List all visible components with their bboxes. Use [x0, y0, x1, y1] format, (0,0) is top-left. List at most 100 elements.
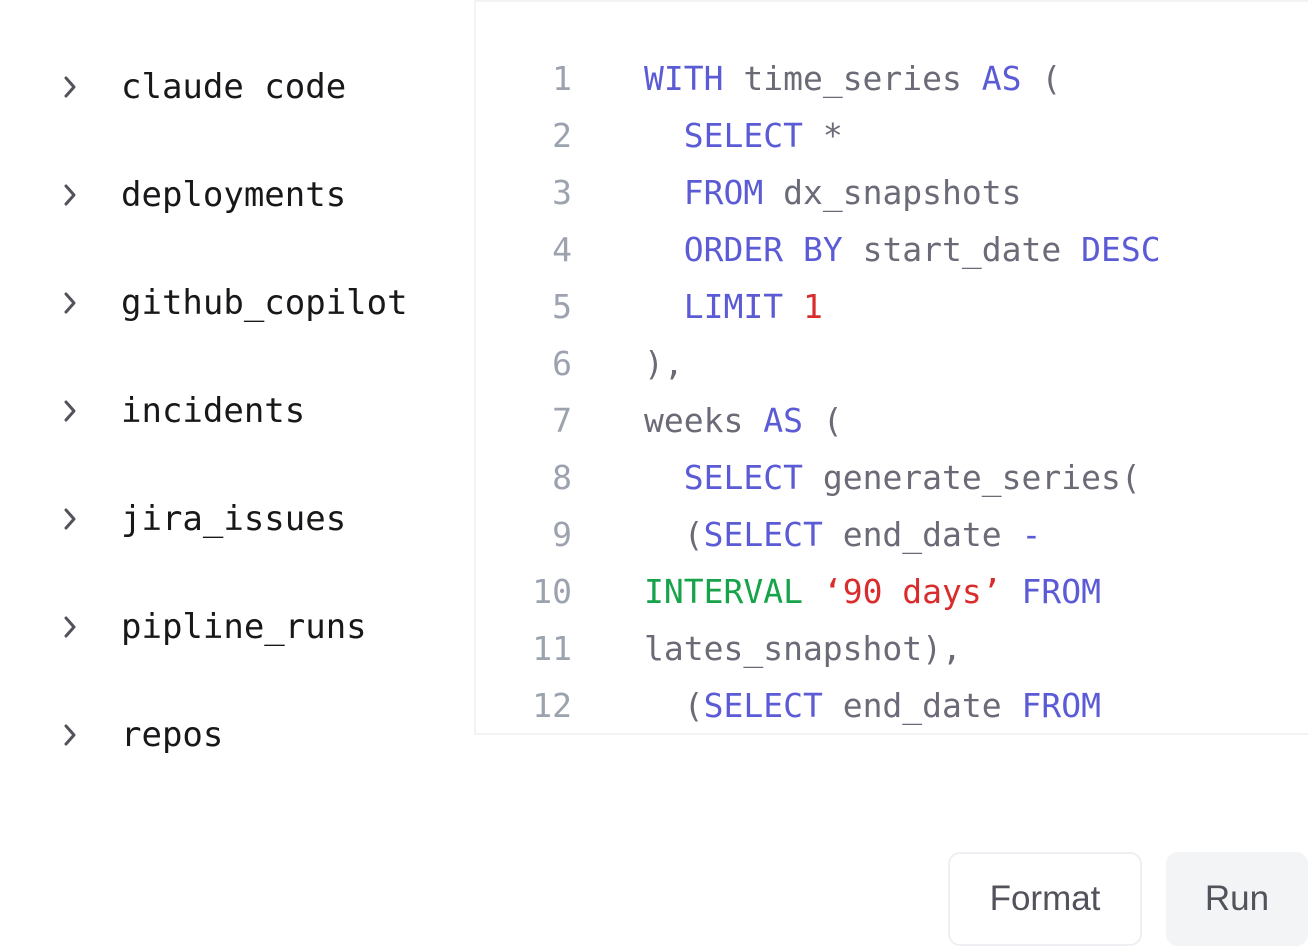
- line-number: 12: [532, 686, 572, 725]
- tree-item-label: jira_issues: [121, 499, 347, 539]
- code-token: weeks: [644, 401, 764, 440]
- tree-item-label: github_copilot: [121, 283, 408, 323]
- tree-item-repos[interactable]: repos: [62, 705, 223, 765]
- line-number: 4: [552, 230, 572, 269]
- code-token: [783, 287, 803, 326]
- tree-item-label: pipline_runs: [121, 607, 367, 647]
- code-token: [644, 230, 684, 269]
- code-token: [803, 572, 823, 611]
- code-line[interactable]: 1 WITH time_series AS (: [476, 50, 1308, 107]
- code-token: (: [802, 401, 843, 440]
- code-token: (: [1021, 59, 1062, 98]
- code-line[interactable]: 5 LIMIT 1: [476, 278, 1308, 335]
- tree-item-incidents[interactable]: incidents: [62, 381, 305, 441]
- code-token: end_date: [822, 515, 1022, 554]
- code-token: FROM: [1021, 686, 1101, 725]
- run-button[interactable]: Run: [1166, 852, 1308, 946]
- chevron-right-icon: [62, 720, 84, 750]
- chevron-right-icon: [62, 180, 84, 210]
- code-text: FROM dx_snapshots: [644, 173, 1022, 212]
- code-token: 1: [802, 287, 823, 326]
- tree-item-github-copilot[interactable]: github_copilot: [62, 273, 408, 333]
- line-number: 9: [552, 515, 572, 554]
- line-number: 5: [552, 287, 572, 326]
- code-text: (SELECT end_date -: [644, 515, 1042, 554]
- code-token: [644, 116, 684, 155]
- code-token: (: [644, 515, 704, 554]
- code-token: [644, 173, 684, 212]
- code-text: SELECT *: [644, 116, 843, 155]
- code-token: lates_snapshot),: [644, 629, 962, 668]
- code-text: LIMIT 1: [644, 287, 823, 326]
- code-token: WITH: [644, 59, 724, 98]
- code-text: ),: [644, 344, 684, 383]
- chevron-right-icon: [62, 288, 84, 318]
- code-line[interactable]: 2 SELECT *: [476, 107, 1308, 164]
- code-text: INTERVAL ‘90 days’ FROM: [644, 572, 1101, 611]
- line-number: 6: [552, 344, 572, 383]
- code-token: FROM: [1021, 572, 1101, 611]
- code-text: WITH time_series AS (: [644, 59, 1061, 98]
- code-token: AS: [981, 59, 1022, 98]
- line-number: 10: [532, 572, 572, 611]
- code-text: ORDER BY start_date DESC: [644, 230, 1161, 269]
- code-token: LIMIT: [683, 287, 784, 326]
- tree-item-label: claude code: [121, 67, 347, 107]
- code-token: (: [644, 686, 704, 725]
- code-token: dx_snapshots: [763, 173, 1022, 212]
- tree-item-label: repos: [121, 715, 224, 755]
- chevron-right-icon: [62, 504, 84, 534]
- code-token: ‘90 days’: [822, 572, 1002, 611]
- code-line[interactable]: 11 lates_snapshot),: [476, 620, 1308, 677]
- code-token: ORDER BY: [683, 230, 843, 269]
- code-line[interactable]: 7 weeks AS (: [476, 392, 1308, 449]
- line-number: 11: [532, 629, 572, 668]
- code-text: (SELECT end_date FROM: [644, 686, 1101, 725]
- code-token: ),: [644, 344, 684, 383]
- chevron-right-icon: [62, 72, 84, 102]
- code-token: SELECT: [683, 458, 803, 497]
- line-number: 7: [552, 401, 572, 440]
- code-token: [1002, 572, 1022, 611]
- code-text: weeks AS (: [644, 401, 843, 440]
- tree-item-label: deployments: [121, 175, 347, 215]
- code-token: start_date: [842, 230, 1082, 269]
- format-button[interactable]: Format: [948, 852, 1142, 946]
- chevron-right-icon: [62, 396, 84, 426]
- code-line[interactable]: 10 INTERVAL ‘90 days’ FROM: [476, 563, 1308, 620]
- code-token: AS: [763, 401, 803, 440]
- chevron-right-icon: [62, 612, 84, 642]
- line-number: 3: [552, 173, 572, 212]
- code-text: SELECT generate_series(: [644, 458, 1141, 497]
- code-line[interactable]: 12 (SELECT end_date FROM: [476, 677, 1308, 734]
- tree-item-label: incidents: [121, 391, 306, 431]
- code-token: *: [802, 116, 843, 155]
- code-line[interactable]: 4 ORDER BY start_date DESC: [476, 221, 1308, 278]
- code-token: [644, 458, 684, 497]
- code-token: -: [1021, 515, 1042, 554]
- line-number: 2: [552, 116, 572, 155]
- code-token: generate_series(: [802, 458, 1141, 497]
- code-line[interactable]: 6),: [476, 335, 1308, 392]
- tree-item-jira-issues[interactable]: jira_issues: [62, 489, 346, 549]
- code-token: [644, 287, 684, 326]
- tree-item-pipline-runs[interactable]: pipline_runs: [62, 597, 367, 657]
- code-token: SELECT: [703, 686, 823, 725]
- tree-item-claude-code[interactable]: claude code: [62, 57, 346, 117]
- code-token: end_date: [822, 686, 1022, 725]
- code-line[interactable]: 9 (SELECT end_date -: [476, 506, 1308, 563]
- line-number: 1: [552, 59, 572, 98]
- line-number: 8: [552, 458, 572, 497]
- code-token: DESC: [1081, 230, 1161, 269]
- schema-sidebar: claude code deployments github_copilot i…: [0, 0, 476, 948]
- code-token: SELECT: [683, 116, 803, 155]
- code-line[interactable]: 8 SELECT generate_series(: [476, 449, 1308, 506]
- code-text: lates_snapshot),: [644, 629, 962, 668]
- code-token: INTERVAL: [644, 572, 803, 611]
- code-token: time_series: [723, 59, 982, 98]
- code-token: SELECT: [703, 515, 823, 554]
- code-token: FROM: [683, 173, 764, 212]
- code-line[interactable]: 3 FROM dx_snapshots: [476, 164, 1308, 221]
- tree-item-deployments[interactable]: deployments: [62, 165, 346, 225]
